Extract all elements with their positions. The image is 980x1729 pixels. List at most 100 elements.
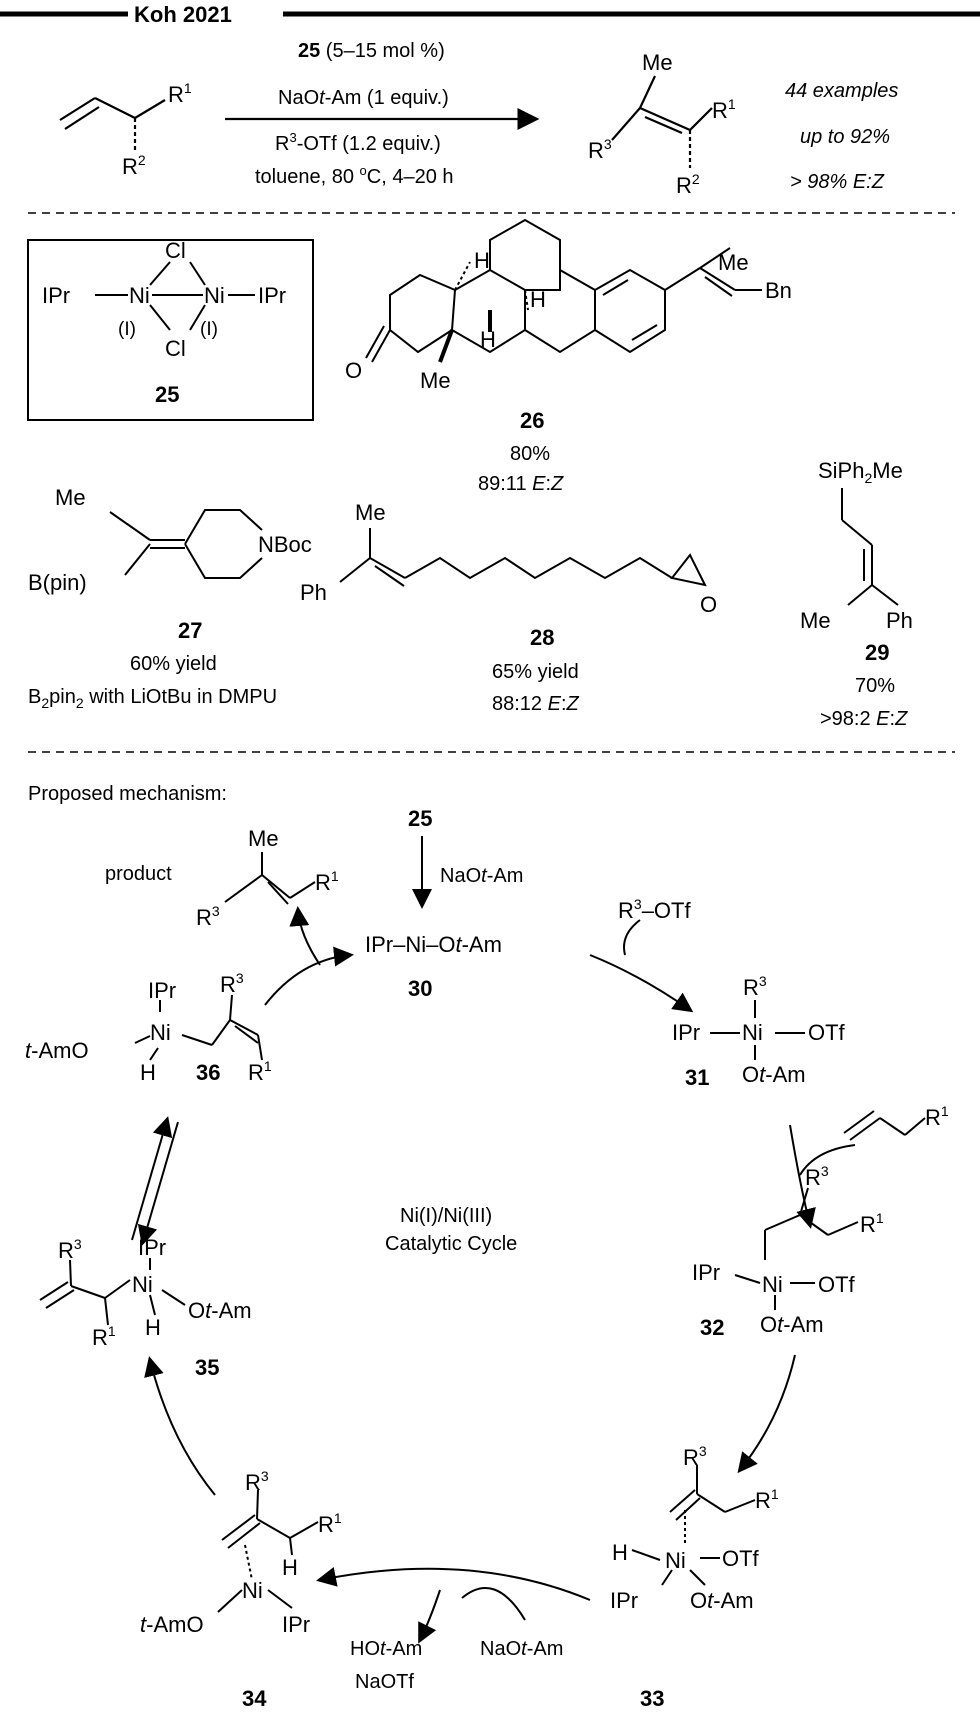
reagent-34-out-2: NaOTf	[355, 1671, 414, 1693]
svg-text:IPr: IPr	[672, 1020, 700, 1045]
svg-text:Ph: Ph	[300, 580, 327, 605]
svg-text:R3: R3	[220, 970, 244, 997]
svg-text:R1: R1	[248, 1058, 272, 1085]
svg-text:88:12 E:Z: 88:12 E:Z	[492, 693, 580, 715]
svg-text:O: O	[700, 592, 717, 617]
intermediate-35: R3 IPr Ni Ot-Am H R1 35	[39, 1235, 252, 1380]
svg-text:IPr–Ni–Ot-Am: IPr–Ni–Ot-Am	[365, 932, 502, 957]
svg-text:IPr: IPr	[610, 1588, 638, 1613]
svg-text:R3: R3	[58, 1236, 82, 1263]
svg-text:Ni: Ni	[762, 1272, 783, 1297]
header-title: Koh 2021	[134, 2, 232, 27]
svg-text:Me: Me	[355, 500, 386, 525]
svg-text:t-AmO: t-AmO	[140, 1612, 204, 1637]
svg-text:Me: Me	[642, 50, 673, 75]
svg-text:Me: Me	[800, 608, 831, 633]
svg-text:R1: R1	[315, 868, 339, 895]
svg-text:29: 29	[865, 640, 889, 665]
cycle-center-1: Ni(I)/Ni(III)	[400, 1205, 492, 1227]
svg-text:R1: R1	[925, 1103, 949, 1130]
svg-text:R3-OTf (1.2 equiv.): R3-OTf (1.2 equiv.)	[275, 130, 441, 155]
svg-text:Bn: Bn	[765, 278, 792, 303]
mech-start-25: 25	[408, 806, 432, 831]
compound-26	[365, 218, 762, 363]
svg-text:31: 31	[685, 1065, 709, 1090]
svg-text:Me: Me	[420, 368, 451, 393]
svg-text:Me: Me	[718, 250, 749, 275]
reagent-r3-otf: R3–OTf	[618, 896, 691, 923]
svg-text:IPr: IPr	[282, 1612, 310, 1637]
reagent-34-in: NaOt-Am	[480, 1638, 563, 1660]
svg-text:35: 35	[195, 1355, 219, 1380]
svg-text:25 (5–15 mol %): 25 (5–15 mol %)	[298, 40, 445, 62]
svg-text:Ot-Am: Ot-Am	[742, 1062, 806, 1087]
svg-text:R2: R2	[122, 152, 146, 179]
intermediate-33: R3 R1 H Ni OTf IPr Ot-Am 33	[610, 1443, 779, 1711]
svg-text:89:11 E:Z: 89:11 E:Z	[478, 473, 564, 495]
intermediate-34: R3 R1 H Ni t-AmO IPr 34	[140, 1468, 342, 1711]
svg-text:H: H	[140, 1060, 156, 1085]
svg-text:R3: R3	[245, 1468, 269, 1495]
svg-text:H: H	[282, 1555, 298, 1580]
svg-text:(I): (I)	[118, 319, 136, 340]
svg-text:Ot-Am: Ot-Am	[188, 1298, 252, 1323]
svg-text:32: 32	[700, 1315, 724, 1340]
svg-text:OTf: OTf	[808, 1020, 846, 1045]
svg-text:R1: R1	[712, 96, 736, 123]
svg-text:R3: R3	[683, 1443, 707, 1470]
svg-text:H: H	[530, 287, 546, 312]
svg-text:IPr: IPr	[148, 978, 176, 1003]
svg-text:70%: 70%	[855, 675, 895, 697]
reaction-scheme	[59, 75, 713, 168]
svg-text:R2: R2	[676, 171, 700, 198]
catalyst-25-box: Cl Cl IPr Ni Ni IPr (I) (I) 25	[27, 238, 314, 421]
svg-text:R1: R1	[92, 1323, 116, 1350]
svg-text:34: 34	[242, 1686, 267, 1711]
intermediate-32: R3 R1 IPr Ni OTf Ot-Am 32	[692, 1163, 884, 1340]
svg-text:60% yield: 60% yield	[130, 653, 217, 675]
svg-text:toluene, 80 oC, 4–20 h: toluene, 80 oC, 4–20 h	[255, 163, 454, 188]
svg-text:OTf: OTf	[722, 1546, 760, 1571]
compound-29	[841, 488, 899, 606]
svg-text:Ni: Ni	[742, 1020, 763, 1045]
svg-text:R1: R1	[318, 1510, 342, 1537]
svg-text:65% yield: 65% yield	[492, 661, 579, 683]
svg-text:>98:2 E:Z: >98:2 E:Z	[820, 708, 908, 730]
svg-text:IPr: IPr	[258, 283, 286, 308]
svg-text:R3: R3	[196, 903, 220, 930]
svg-text:SiPh2Me: SiPh2Me	[818, 458, 903, 486]
svg-text:Ni: Ni	[242, 1578, 263, 1603]
svg-text:NaOt-Am (1 equiv.): NaOt-Am (1 equiv.)	[278, 87, 449, 109]
svg-text:R3: R3	[588, 136, 612, 163]
svg-text:H: H	[145, 1315, 161, 1340]
svg-text:IPr: IPr	[42, 283, 70, 308]
reagent-34-out-1: HOt-Am	[350, 1638, 422, 1660]
stat-ez: > 98% E:Z	[790, 171, 885, 193]
intermediate-36: IPr Ni t-AmO H R3 R1 36	[25, 970, 272, 1085]
stat-examples: 44 examples	[785, 80, 898, 102]
svg-text:H: H	[474, 248, 490, 273]
svg-text:R1: R1	[755, 1486, 779, 1513]
intermediate-30: IPr–Ni–Ot-Am 30	[365, 932, 502, 1001]
svg-text:R3: R3	[743, 973, 767, 1000]
svg-text:33: 33	[640, 1686, 664, 1711]
svg-text:Ot-Am: Ot-Am	[690, 1588, 754, 1613]
svg-text:H: H	[612, 1540, 628, 1565]
product-label: product	[105, 863, 172, 885]
svg-text:Cl: Cl	[165, 336, 186, 361]
svg-text:26: 26	[520, 408, 544, 433]
svg-text:Ni: Ni	[132, 1272, 153, 1297]
svg-text:t-AmO: t-AmO	[25, 1038, 89, 1063]
svg-text:(I): (I)	[200, 319, 218, 340]
svg-text:Ni: Ni	[150, 1020, 171, 1045]
svg-text:Ni: Ni	[129, 283, 150, 308]
svg-text:25: 25	[155, 382, 179, 407]
intermediate-31: IPr Ni OTf R3 Ot-Am 31	[672, 973, 846, 1090]
svg-text:Ph: Ph	[886, 608, 913, 633]
svg-text:Ot-Am: Ot-Am	[760, 1312, 824, 1337]
svg-text:36: 36	[196, 1060, 220, 1085]
svg-text:H: H	[480, 327, 496, 352]
svg-text:R1: R1	[168, 80, 192, 107]
cycle-center-2: Catalytic Cycle	[385, 1233, 517, 1255]
